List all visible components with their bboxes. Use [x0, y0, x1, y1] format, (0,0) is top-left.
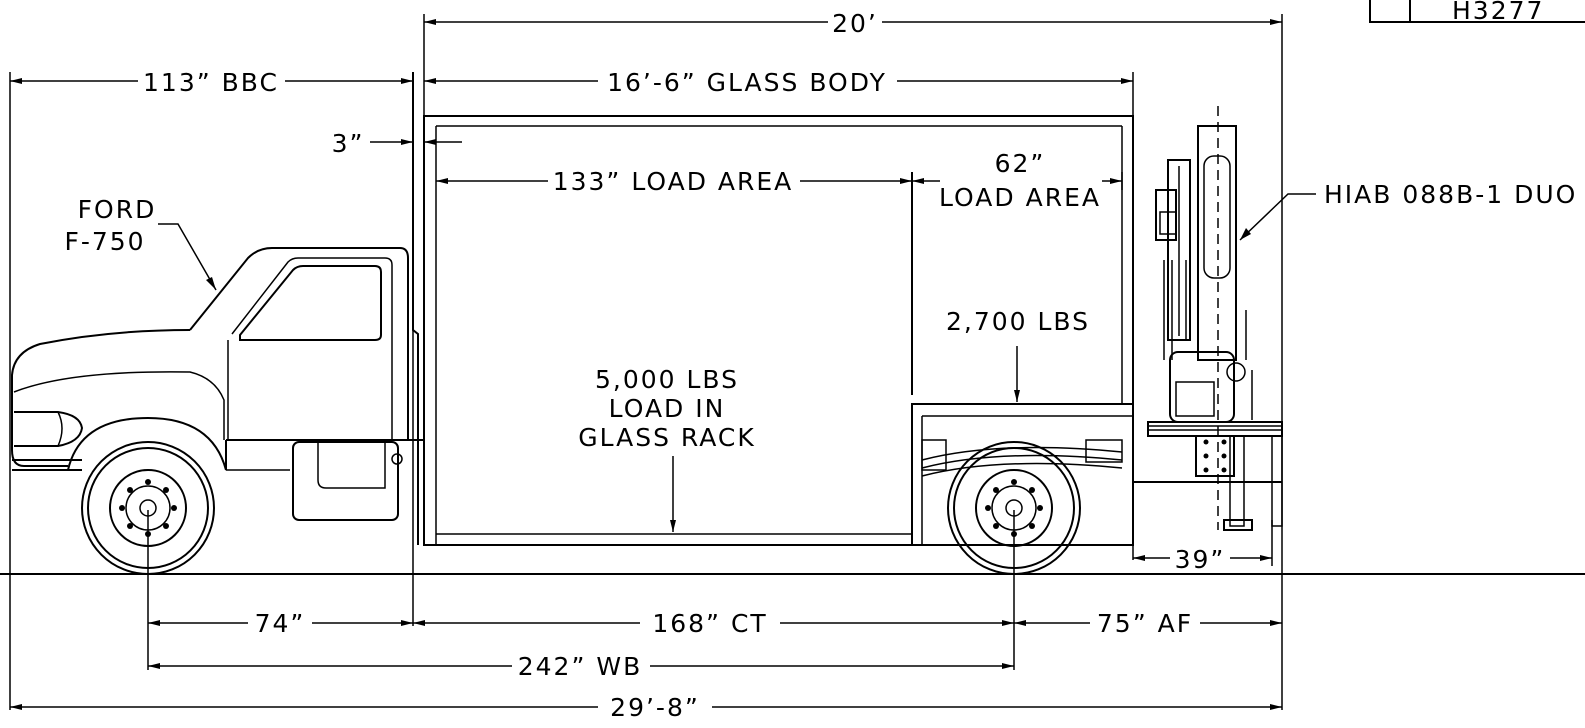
front-to-cab-label: 74” — [255, 609, 306, 638]
truck-model-line1: FORD — [78, 195, 157, 224]
overall-length-label: 29’-8” — [610, 693, 700, 722]
title-block: H3277 — [1369, 0, 1585, 25]
cab-to-tandem-label: 168” CT — [652, 609, 767, 638]
load-area-front-label: 133” LOAD AREA — [553, 167, 794, 196]
overall-body-label: 20’ — [832, 9, 878, 38]
bbc-label: 113” BBC — [143, 68, 279, 97]
wall-thickness-label: 3” — [332, 129, 365, 158]
truck-cab — [11, 72, 424, 545]
annotation-labels: FORD F-750 2,700 LBS 5,000 LBS LOAD IN G… — [64, 195, 1090, 452]
rear-capacity-label: 2,700 LBS — [946, 307, 1090, 336]
load-arrows — [670, 346, 1020, 532]
glass-body-label: 16’-6” GLASS BODY — [607, 68, 887, 97]
crane-overhang-label: 39” — [1175, 545, 1226, 574]
crane — [1147, 106, 1316, 531]
extension-lines — [9, 14, 1283, 710]
after-frame-label: 75” AF — [1097, 609, 1193, 638]
crane-model-label: HIAB 088B-1 DUO — [1324, 180, 1577, 209]
rack-capacity-line1: 5,000 LBS — [595, 365, 739, 394]
rack-capacity-line3: GLASS RACK — [578, 423, 756, 452]
rack-capacity-line2: LOAD IN — [609, 394, 726, 423]
load-area-rear-value: 62” — [995, 149, 1046, 178]
load-area-rear-label: LOAD AREA — [939, 183, 1101, 212]
front-wheel — [81, 441, 215, 575]
dimension-labels: 20’ 113” BBC 16’-6” GLASS BODY 3” 133” L… — [143, 9, 1226, 722]
wheelbase-label: 242” WB — [518, 652, 643, 681]
drawing-number: H3277 — [1452, 0, 1544, 25]
truck-model-line2: F-750 — [64, 227, 145, 256]
glass-body — [423, 115, 1134, 546]
rear-wheel — [947, 441, 1081, 575]
dimension-lines — [10, 19, 1282, 710]
